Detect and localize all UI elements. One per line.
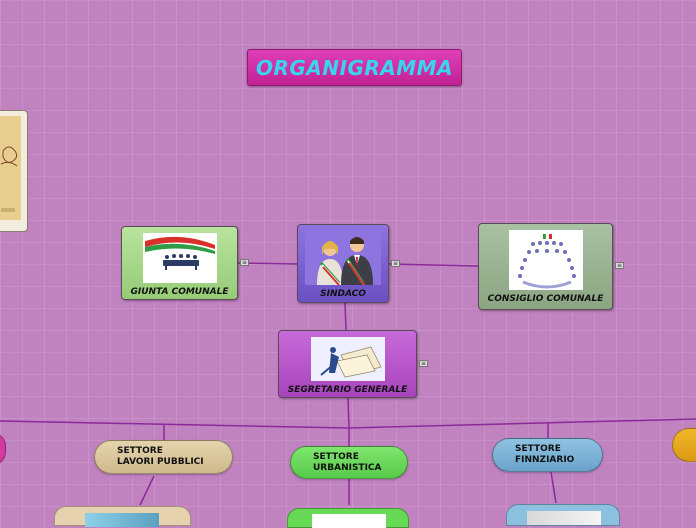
documents-icon: [310, 337, 385, 381]
partial-card-urbanistica-child[interactable]: [287, 508, 409, 528]
node-sindaco[interactable]: SINDACO: [297, 224, 389, 303]
node-settore-finanziario[interactable]: SETTORE FINNZIARIO: [492, 438, 603, 472]
finanziario-label: SETTORE FINNZIARIO: [515, 444, 574, 466]
node-settore-lavori-pubblici[interactable]: SETTORE LAVORI PUBBLICI: [94, 440, 233, 474]
consiglio-image: [508, 230, 583, 290]
mayor-couple-image: [305, 229, 381, 286]
finanziario-label-line1: SETTORE: [515, 444, 561, 454]
lavori-child-image: [85, 513, 159, 527]
node-consiglio-comunale[interactable]: CONSIGLIO COMUNALE: [478, 223, 613, 310]
urbanistica-child-image: [312, 514, 386, 528]
map-illustration-icon: [0, 116, 21, 220]
note-icon-consiglio[interactable]: ≡: [615, 262, 624, 269]
finanziario-label-line2: FINNZIARIO: [515, 455, 575, 465]
node-consiglio-label: CONSIGLIO COMUNALE: [487, 294, 604, 304]
council-table-icon: [144, 236, 215, 270]
line-segretario-branch: [347, 397, 350, 429]
urbanistica-label: SETTORE URBANISTICA: [313, 452, 381, 474]
segretario-image: [310, 337, 385, 381]
node-giunta-label: GIUNTA COMUNALE: [130, 287, 229, 297]
line-branch-right: [348, 418, 696, 429]
node-settore-urbanistica[interactable]: SETTORE URBANISTICA: [290, 446, 408, 479]
note-icon-giunta[interactable]: ≡: [240, 259, 249, 266]
line-branch-left: [0, 420, 350, 429]
note-icon-segretario[interactable]: ≡: [419, 360, 428, 367]
lavori-label: SETTORE LAVORI PUBBLICI: [117, 446, 204, 468]
partial-pill-right[interactable]: [672, 428, 696, 462]
lavori-label-line2: LAVORI PUBBLICI: [117, 457, 204, 467]
note-icon-sindaco[interactable]: ≡: [391, 260, 400, 267]
line-lavori-child: [139, 475, 155, 506]
node-giunta-comunale[interactable]: GIUNTA COMUNALE: [121, 226, 238, 300]
line-sindaco-segretario: [344, 302, 347, 331]
node-sindaco-label: SINDACO: [320, 289, 366, 299]
urbanistica-label-line2: URBANISTICA: [313, 462, 382, 473]
council-chamber-icon: [517, 233, 576, 289]
node-segretario-label: SEGRETARIO GENERALE: [287, 385, 408, 395]
partial-card-finanziario-child[interactable]: [506, 504, 620, 526]
mayors-icon: [317, 237, 373, 286]
urbanistica-label-line1: SETTORE: [313, 451, 359, 462]
lavori-label-line1: SETTORE: [117, 446, 163, 456]
finanziario-child-image: [527, 511, 601, 525]
giunta-image: [142, 233, 217, 283]
line-sindaco-consiglio: [388, 263, 479, 267]
node-segretario-generale[interactable]: SEGRETARIO GENERALE: [278, 330, 417, 398]
partial-image-card-left: [0, 110, 28, 232]
diagram-title: ORGANIGRAMMA: [247, 49, 462, 86]
line-finanziario-child: [550, 471, 557, 504]
partial-card-lavori-child[interactable]: [54, 506, 191, 527]
